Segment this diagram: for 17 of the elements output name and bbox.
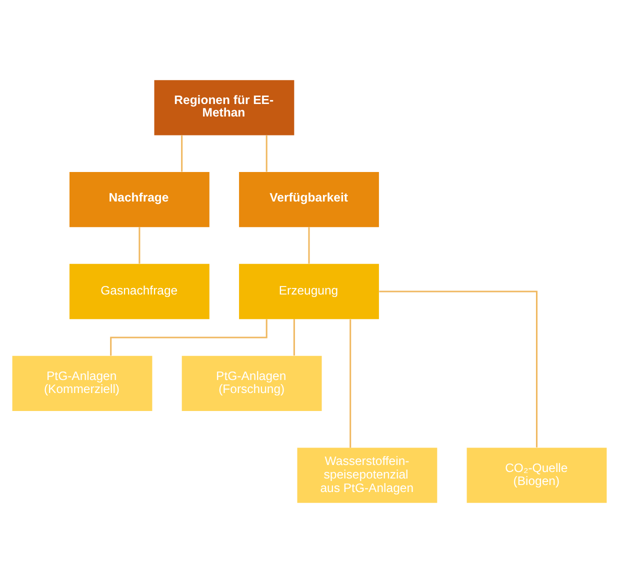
connector <box>138 226 140 264</box>
node-box: Verfügbarkeit <box>239 172 379 227</box>
node-box: CO₂-Quelle (Biogen) <box>466 447 607 502</box>
node-box: Erzeugung <box>239 263 379 319</box>
connector <box>308 226 310 264</box>
node-box: PtG-Anlagen (Kommerziell) <box>12 355 152 410</box>
node-box: Nachfrage <box>70 172 210 227</box>
node-box: Regionen für EE-Methan <box>154 80 294 135</box>
node-box: PtG-Anlagen (Forschung) <box>182 355 322 410</box>
connector <box>110 318 268 356</box>
connector <box>293 318 295 356</box>
connector <box>181 134 183 172</box>
node-box: Wasserstoffein-speisepotenzial aus PtG-Anlagen <box>297 447 438 502</box>
connector <box>350 318 352 448</box>
connector <box>266 134 268 172</box>
connector <box>379 290 538 447</box>
node-box: Gasnachfrage <box>70 263 210 319</box>
